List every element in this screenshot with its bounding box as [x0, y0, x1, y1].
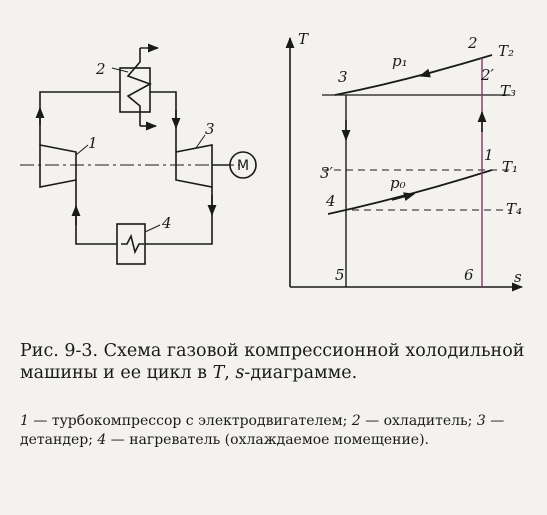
heater-coil — [121, 233, 144, 255]
pipe-heater-to-compressor — [75, 180, 117, 245]
point-2p: 2′ — [480, 66, 495, 84]
figure-caption: Рис. 9-3. Схема газовой компрессионной х… — [20, 340, 535, 384]
axis-t-label: T — [298, 30, 309, 48]
legend-text-1: — турбокомпрессор с электродвигателем; — [28, 413, 352, 429]
legend-text-2: — охладитель; — [360, 413, 477, 429]
label-t1: T₁ — [502, 158, 518, 176]
legend-text-4: — нагреватель (охлаждаемое помещение). — [106, 432, 429, 448]
motor-label: M — [237, 158, 249, 174]
cooler-coil — [126, 48, 152, 126]
label-t4: T₄ — [506, 200, 522, 218]
point-3p: 3′ — [320, 164, 334, 182]
point-5: 5 — [335, 266, 345, 284]
legend-num-3: 3 — [476, 413, 486, 429]
cooler — [119, 67, 151, 113]
label-p0: p₀ — [390, 174, 406, 192]
point-2: 2 — [467, 34, 478, 52]
pipe-compressor-to-cooler — [39, 91, 120, 145]
caption-text: Рис. 9-3. Схема газовой компрессионной х… — [20, 341, 525, 383]
figure-legend: 1 — турбокомпрессор с электродвигателем;… — [20, 412, 535, 450]
caption-suffix: -диаграмме. — [244, 363, 358, 383]
label-p1: p₁ — [392, 52, 408, 70]
label-t3: T₃ — [500, 82, 516, 100]
caption-s: s — [235, 363, 245, 383]
legend-text-3: — детандер; — [20, 413, 505, 448]
axis-s-label: s — [514, 268, 522, 286]
isobar-p1 — [334, 54, 493, 96]
heater — [116, 223, 146, 265]
caption-t: T — [212, 363, 225, 383]
label-expander: 3 — [205, 120, 215, 138]
point-3: 3 — [338, 68, 348, 86]
turbocompressor — [39, 144, 77, 188]
label-cooler: 2 — [95, 60, 106, 78]
point-6: 6 — [464, 266, 474, 284]
ts-diagram — [285, 36, 524, 292]
pipe-cooler-to-expander — [150, 91, 177, 152]
isobar-p0 — [327, 169, 493, 215]
expander — [175, 144, 213, 188]
label-heater: 4 — [161, 214, 172, 232]
schematic — [20, 43, 257, 265]
caption-sep: , — [224, 363, 236, 383]
point-1: 1 — [484, 146, 494, 164]
pipe-expander-to-heater — [145, 187, 213, 245]
point-4: 4 — [325, 192, 336, 210]
legend-num-1: 1 — [20, 413, 29, 429]
legend-num-4: 4 — [97, 432, 107, 448]
legend-num-2: 2 — [351, 413, 361, 429]
label-compressor: 1 — [88, 134, 98, 152]
label-t2: T₂ — [498, 42, 514, 60]
